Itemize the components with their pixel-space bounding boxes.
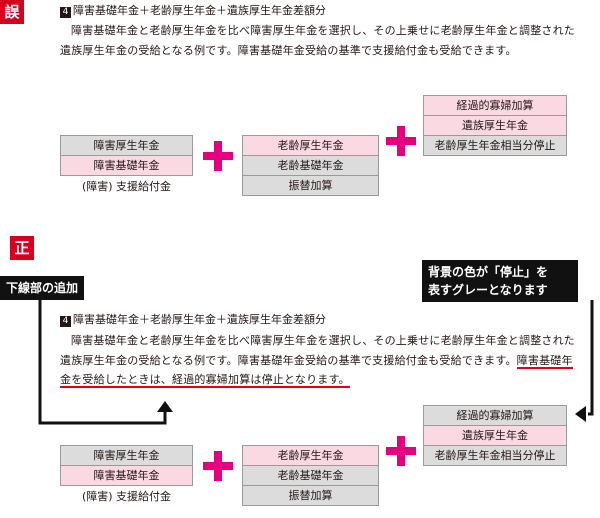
callout-line-2: 表すグレーとなります [428,283,548,297]
paragraph-text: 障害基礎年金と老齢厚生年金を比べ障害厚生年金を選択し、その上乗せに老齢厚生年金と… [60,334,575,367]
heading-number: 4 [60,7,71,18]
heading-text: 障害基礎年金＋老齢厚生年金＋遺族厚生年金差額分 [73,4,326,17]
correct-col2-box-1: 老齢厚生年金 [242,445,379,466]
heading-number: 4 [60,316,71,327]
correct-badge: 正 [10,236,34,260]
correct-col1-label: (障害) 支援給付金 [81,490,172,503]
correct-col3-box-2: 遺族厚生年金 [423,425,567,446]
correct-col1-box-1: 障害厚生年金 [60,445,193,466]
wrong-col3-box-2: 遺族厚生年金 [423,115,567,136]
heading-text: 障害基礎年金＋老齢厚生年金＋遺族厚生年金差額分 [73,313,326,326]
correct-col2-box-3: 振替加算 [242,485,379,506]
wrong-col3-box-3: 老齢厚生年金相当分停止 [423,135,567,156]
correct-plus-1 [203,451,233,481]
added-sentence: 障害基礎年金を受給したときは、経過的寡婦加算は停止となります。 [60,353,573,388]
correct-paragraph: 障害基礎年金と老齢厚生年金を比べ障害厚生年金を選択し、その上乗せに老齢厚生年金と… [60,331,580,390]
correct-col1-box-2: 障害基礎年金 [60,465,193,486]
wrong-paragraph: 障害基礎年金と老齢厚生年金を比べ障害厚生年金を選択し、その上乗せに老齢厚生年金と… [60,24,575,57]
wrong-col2-box-2: 老齢基礎年金 [242,155,379,176]
correct-plus-2 [386,436,416,466]
wrong-badge: 誤 [0,0,24,24]
correct-col3-box-3: 老齢厚生年金相当分停止 [423,445,567,466]
callout-line-1: 背景の色が「停止」を [428,265,549,279]
wrong-col1-box-2: 障害基礎年金 [60,155,193,176]
correct-col2-box-2: 老齢基礎年金 [242,465,379,486]
correct-col3-box-1: 経過的寡婦加算 [423,405,567,426]
wrong-col1-label: (障害) 支援給付金 [81,180,172,193]
callout-underline-added: 下線部の追加 [0,276,85,300]
callout-gray-background: 背景の色が「停止」を 表すグレーとなります [422,260,578,302]
wrong-plus-1 [203,141,233,171]
wrong-col2-box-3: 振替加算 [242,175,379,196]
wrong-plus-2 [386,126,416,156]
